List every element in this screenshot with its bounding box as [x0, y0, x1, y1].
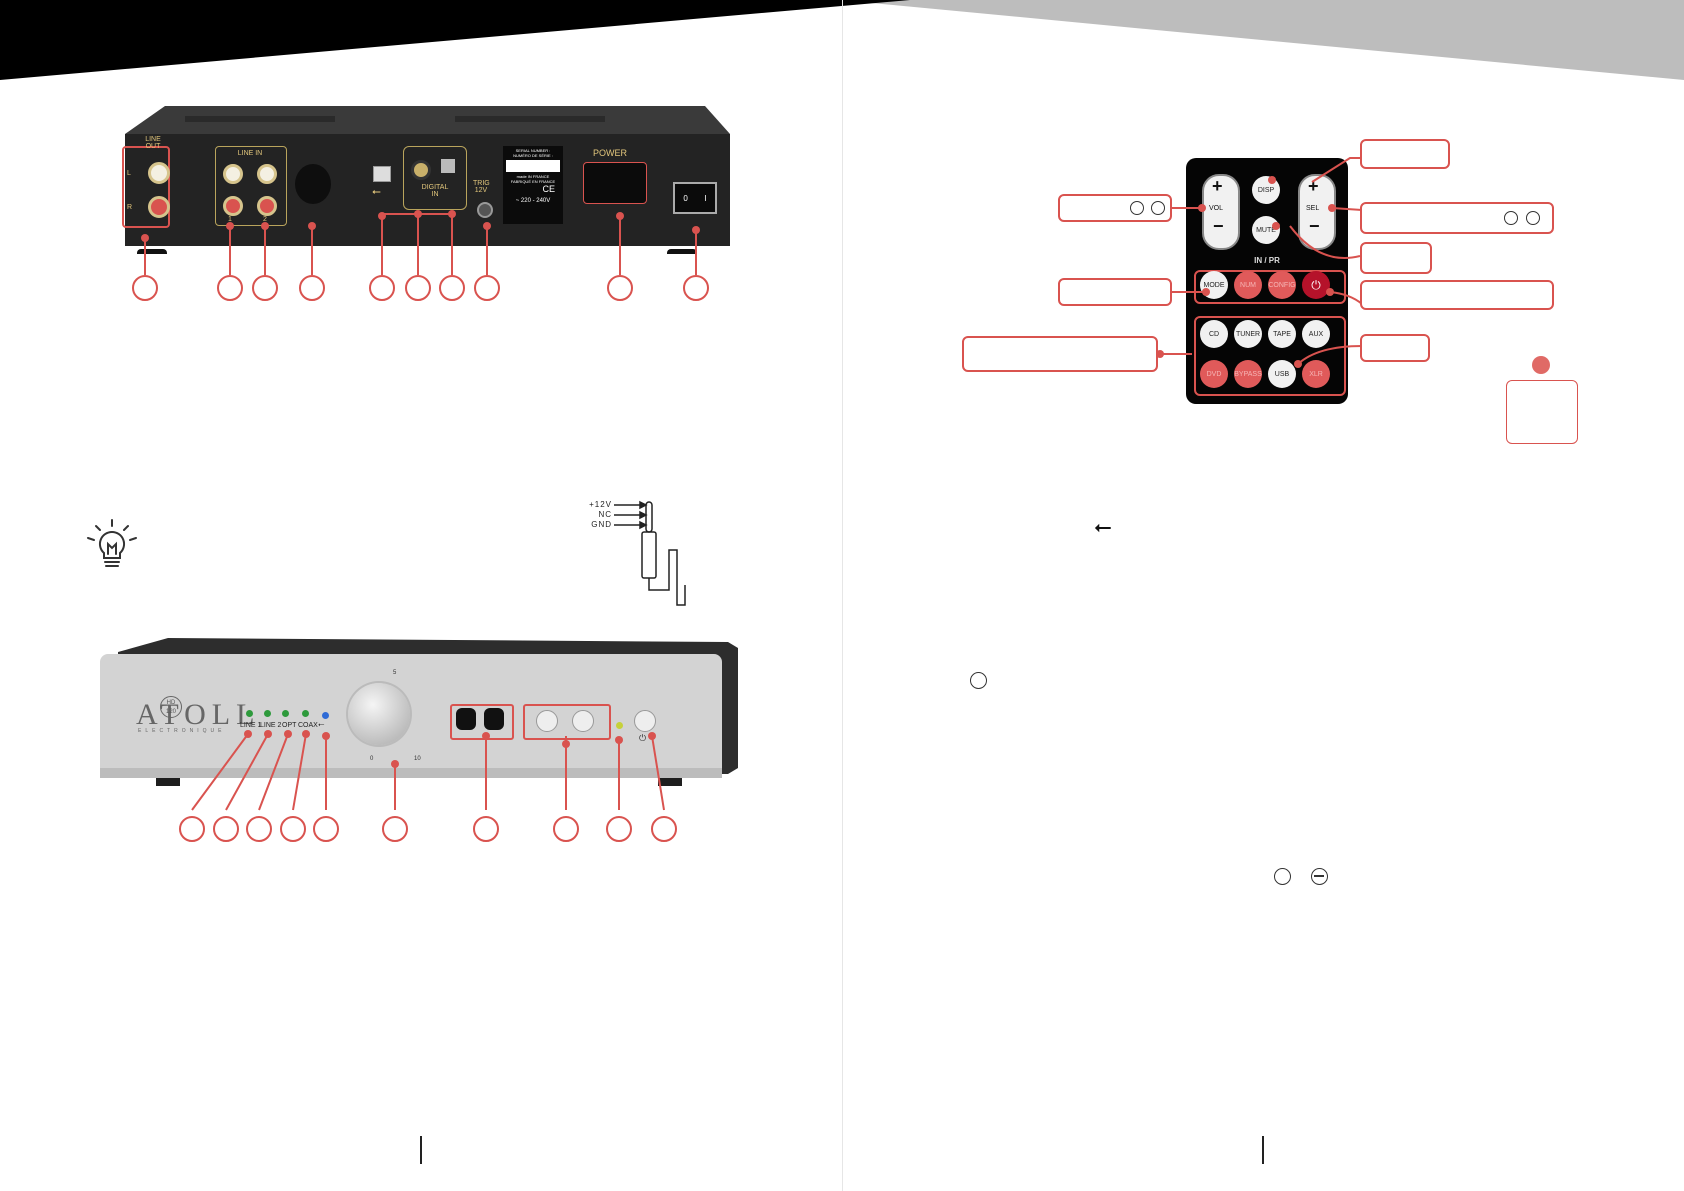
callout-dot: [322, 732, 330, 740]
sources-callout-box: [962, 336, 1158, 372]
rear-callout-circle: [369, 275, 395, 301]
remote-callout-lines: [900, 130, 1600, 370]
callout-dot: [615, 736, 623, 744]
callout-dot: [1198, 204, 1206, 212]
callout-dot: [302, 730, 310, 738]
callout-dot: [1268, 176, 1276, 184]
callout-dot: [448, 210, 456, 218]
trigger-pin-labels: +12V NC GND: [584, 500, 612, 530]
lightbulb-icon: [84, 518, 140, 574]
callout-dot: [226, 222, 234, 230]
callout-dot: [1202, 288, 1210, 296]
page-number-tick-left: [420, 1136, 422, 1164]
front-callout-circle: [382, 816, 408, 842]
pin-12v: +12V: [584, 500, 612, 510]
callout-dot: [378, 212, 386, 220]
page-number-tick-right: [1262, 1136, 1264, 1164]
plus-circle-icon: [1274, 868, 1291, 885]
dial-mark-5: 5: [393, 670, 396, 676]
trigger-jack-drawing: [612, 500, 692, 610]
rear-callout-circle: [439, 275, 465, 301]
rear-callout-circle: [299, 275, 325, 301]
circle-icon: [970, 672, 987, 689]
rear-callout-circle: [217, 275, 243, 301]
pin-gnd: GND: [584, 520, 612, 530]
rear-callout-circle: [252, 275, 278, 301]
callout-dot: [482, 732, 490, 740]
pin-nc: NC: [584, 510, 612, 520]
callout-dot: [648, 732, 656, 740]
front-callout-circle: [280, 816, 306, 842]
callout-dot: [1272, 222, 1280, 230]
front-callout-circle: [179, 816, 205, 842]
callout-dot: [391, 760, 399, 768]
front-callout-circle: [246, 816, 272, 842]
callout-dot: [1294, 360, 1302, 368]
rear-callout-circle: [405, 275, 431, 301]
minus-circle-icon: [1311, 868, 1328, 885]
note-box: [1506, 380, 1578, 444]
mute-callout-box: [1360, 242, 1432, 274]
rear-callout-circle: [132, 275, 158, 301]
front-callout-circle: [473, 816, 499, 842]
usb-icon: ⭠: [1094, 514, 1112, 540]
usb-callout-box: [1360, 334, 1430, 362]
rear-callout-lines: [0, 0, 842, 300]
vol-plus-circle-icon: [1130, 201, 1144, 215]
front-callout-circle: [553, 816, 579, 842]
front-callout-circle: [651, 816, 677, 842]
front-callout-lines: [0, 700, 842, 840]
sel-plus-circle-icon: [1504, 211, 1518, 225]
callout-dot: [264, 730, 272, 738]
callout-dot: [1328, 204, 1336, 212]
rear-callout-circle: [474, 275, 500, 301]
note-marker-dot: [1532, 356, 1550, 374]
front-callout-circle: [313, 816, 339, 842]
disp-callout-box: [1360, 139, 1450, 169]
callout-dot: [616, 212, 624, 220]
callout-dot: [692, 226, 700, 234]
rear-callout-circle: [607, 275, 633, 301]
callout-dot: [414, 210, 422, 218]
sel-callout-box: [1360, 202, 1554, 234]
mode-callout-box: [1058, 278, 1172, 306]
power-callout-box: [1360, 280, 1554, 310]
callout-dot: [483, 222, 491, 230]
front-callout-circle: [606, 816, 632, 842]
callout-dot: [284, 730, 292, 738]
page-divider: [842, 0, 843, 1191]
callout-dot: [562, 740, 570, 748]
callout-dot: [308, 222, 316, 230]
front-callout-circle: [213, 816, 239, 842]
rear-callout-circle: [683, 275, 709, 301]
vol-minus-circle-icon: [1151, 201, 1165, 215]
callout-dot: [244, 730, 252, 738]
callout-dot: [261, 222, 269, 230]
callout-dot: [141, 234, 149, 242]
callout-dot: [1326, 288, 1334, 296]
sel-minus-circle-icon: [1526, 211, 1540, 225]
